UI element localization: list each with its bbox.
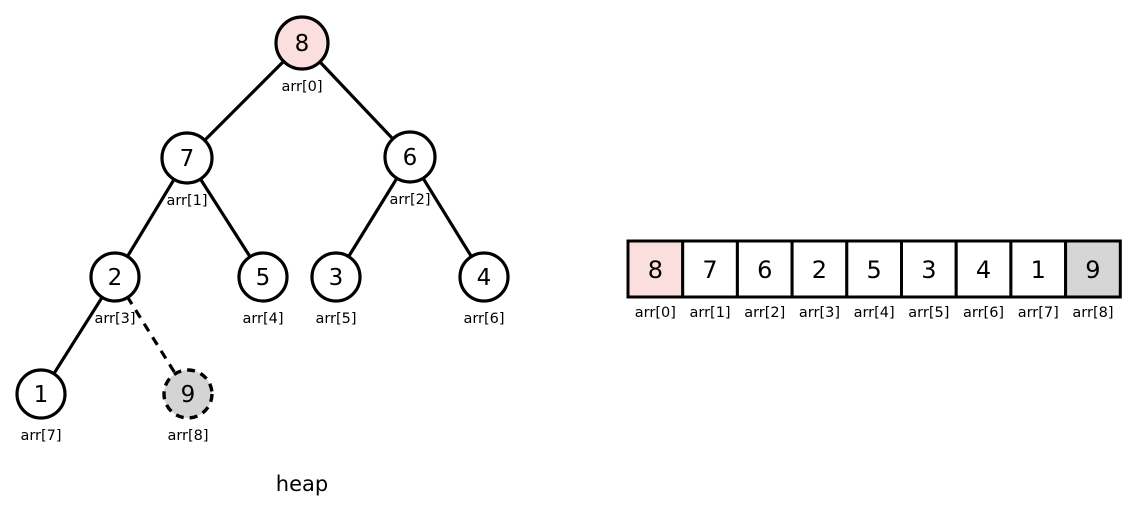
array-cell-arr1[interactable]: 7 arr[1] xyxy=(681,239,739,321)
node-index-label: arr[2] xyxy=(389,192,430,208)
node-circle-3 xyxy=(310,251,362,303)
tree-node-arr0[interactable]: 8 arr[0] xyxy=(274,15,330,95)
heap-caption-label: heap xyxy=(276,472,328,496)
array-cell-value-label: 8 xyxy=(648,256,663,284)
node-circle-8 xyxy=(274,15,330,71)
array-cell-arr7[interactable]: 1 arr[7] xyxy=(1009,239,1068,321)
node-circle-4 xyxy=(458,251,510,303)
node-value-label: 2 xyxy=(108,265,123,291)
tree-edge-n2-n5 xyxy=(346,176,399,259)
node-circle-6 xyxy=(383,130,437,184)
node-value-label: 6 xyxy=(403,145,418,171)
node-circle-7 xyxy=(160,131,214,185)
array-cell-index-label: arr[1] xyxy=(690,305,731,321)
tree-node-arr7[interactable]: 1 arr[7] xyxy=(15,368,67,444)
tree-edges-group xyxy=(51,59,474,376)
node-value-label: 4 xyxy=(477,265,492,291)
array-cell-index-label: arr[3] xyxy=(799,305,840,321)
tree-node-arr8[interactable]: 9 arr[8] xyxy=(162,368,214,444)
array-representation-group: 8 arr[0] 7 arr[1] 6 arr[2] 2 arr[3] 5 arr[4] 3 arr[… xyxy=(626,239,1122,321)
tree-node-arr4[interactable]: 5 arr[4] xyxy=(237,251,289,327)
node-index-label: arr[3] xyxy=(94,311,135,327)
array-cell-value-label: 2 xyxy=(812,256,827,284)
array-cell-index-label: arr[6] xyxy=(963,305,1004,321)
array-cell-arr2[interactable]: 6 arr[2] xyxy=(735,239,794,321)
tree-edge-n2-n6 xyxy=(421,176,474,259)
tree-edge-n1-n3 xyxy=(125,177,176,259)
tree-edge-n3-n8 xyxy=(125,295,178,376)
array-cell-arr3[interactable]: 2 arr[3] xyxy=(790,239,849,321)
array-cell-arr8[interactable]: 9 arr[8] xyxy=(1064,239,1122,321)
array-cell-box xyxy=(954,239,1013,299)
array-cell-arr6[interactable]: 4 arr[6] xyxy=(954,239,1013,321)
node-circle-5 xyxy=(237,251,289,303)
array-cell-value-label: 5 xyxy=(867,256,882,284)
node-circle-9 xyxy=(162,368,214,420)
node-value-label: 7 xyxy=(180,146,195,172)
node-value-label: 8 xyxy=(295,31,310,57)
node-index-label: arr[1] xyxy=(166,193,207,209)
node-index-label: arr[5] xyxy=(315,311,356,327)
node-circle-1 xyxy=(15,368,67,420)
tree-edge-n3-n7 xyxy=(51,295,105,376)
array-cell-arr4[interactable]: 5 arr[4] xyxy=(845,239,903,321)
tree-node-arr5[interactable]: 3 arr[5] xyxy=(310,251,362,327)
tree-nodes-group: 8 arr[0] 7 arr[1] 6 arr[2] 2 arr[3] 5 arr[4] 3 arr[… xyxy=(15,15,510,444)
array-cell-index-label: arr[2] xyxy=(744,305,785,321)
array-cell-box xyxy=(845,239,903,299)
node-value-label: 3 xyxy=(329,265,344,291)
array-cell-box xyxy=(681,239,739,299)
tree-node-arr3[interactable]: 2 arr[3] xyxy=(89,251,141,327)
tree-node-arr2[interactable]: 6 arr[2] xyxy=(383,130,437,208)
tree-edge-n1-n4 xyxy=(198,177,252,259)
array-cell-box xyxy=(1064,239,1122,299)
node-index-label: arr[7] xyxy=(20,428,61,444)
node-index-label: arr[8] xyxy=(167,428,208,444)
array-cell-value-label: 9 xyxy=(1085,256,1100,284)
node-value-label: 5 xyxy=(256,265,271,291)
array-cell-value-label: 7 xyxy=(702,256,717,284)
tree-node-arr6[interactable]: 4 arr[6] xyxy=(458,251,510,327)
tree-node-arr1[interactable]: 7 arr[1] xyxy=(160,131,214,209)
node-index-label: arr[4] xyxy=(242,311,283,327)
array-cell-value-label: 1 xyxy=(1031,256,1046,284)
array-cell-index-label: arr[8] xyxy=(1072,305,1113,321)
node-index-label: arr[6] xyxy=(463,311,504,327)
node-circle-2 xyxy=(89,251,141,303)
array-cell-value-label: 6 xyxy=(757,256,772,284)
tree-edge-n0-n2 xyxy=(318,60,395,141)
tree-edge-n0-n1 xyxy=(202,59,286,143)
array-cell-arr5[interactable]: 3 arr[5] xyxy=(900,239,958,321)
array-cell-value-label: 4 xyxy=(976,256,991,284)
node-value-label: 9 xyxy=(181,382,196,408)
array-cell-index-label: arr[5] xyxy=(908,305,949,321)
array-cell-arr0[interactable]: 8 arr[0] xyxy=(626,239,685,321)
array-cell-index-label: arr[7] xyxy=(1018,305,1059,321)
array-cell-value-label: 3 xyxy=(921,256,936,284)
array-cell-index-label: arr[4] xyxy=(854,305,895,321)
node-value-label: 1 xyxy=(34,382,49,408)
array-cell-index-label: arr[0] xyxy=(635,305,676,321)
node-index-label: arr[0] xyxy=(281,79,322,95)
